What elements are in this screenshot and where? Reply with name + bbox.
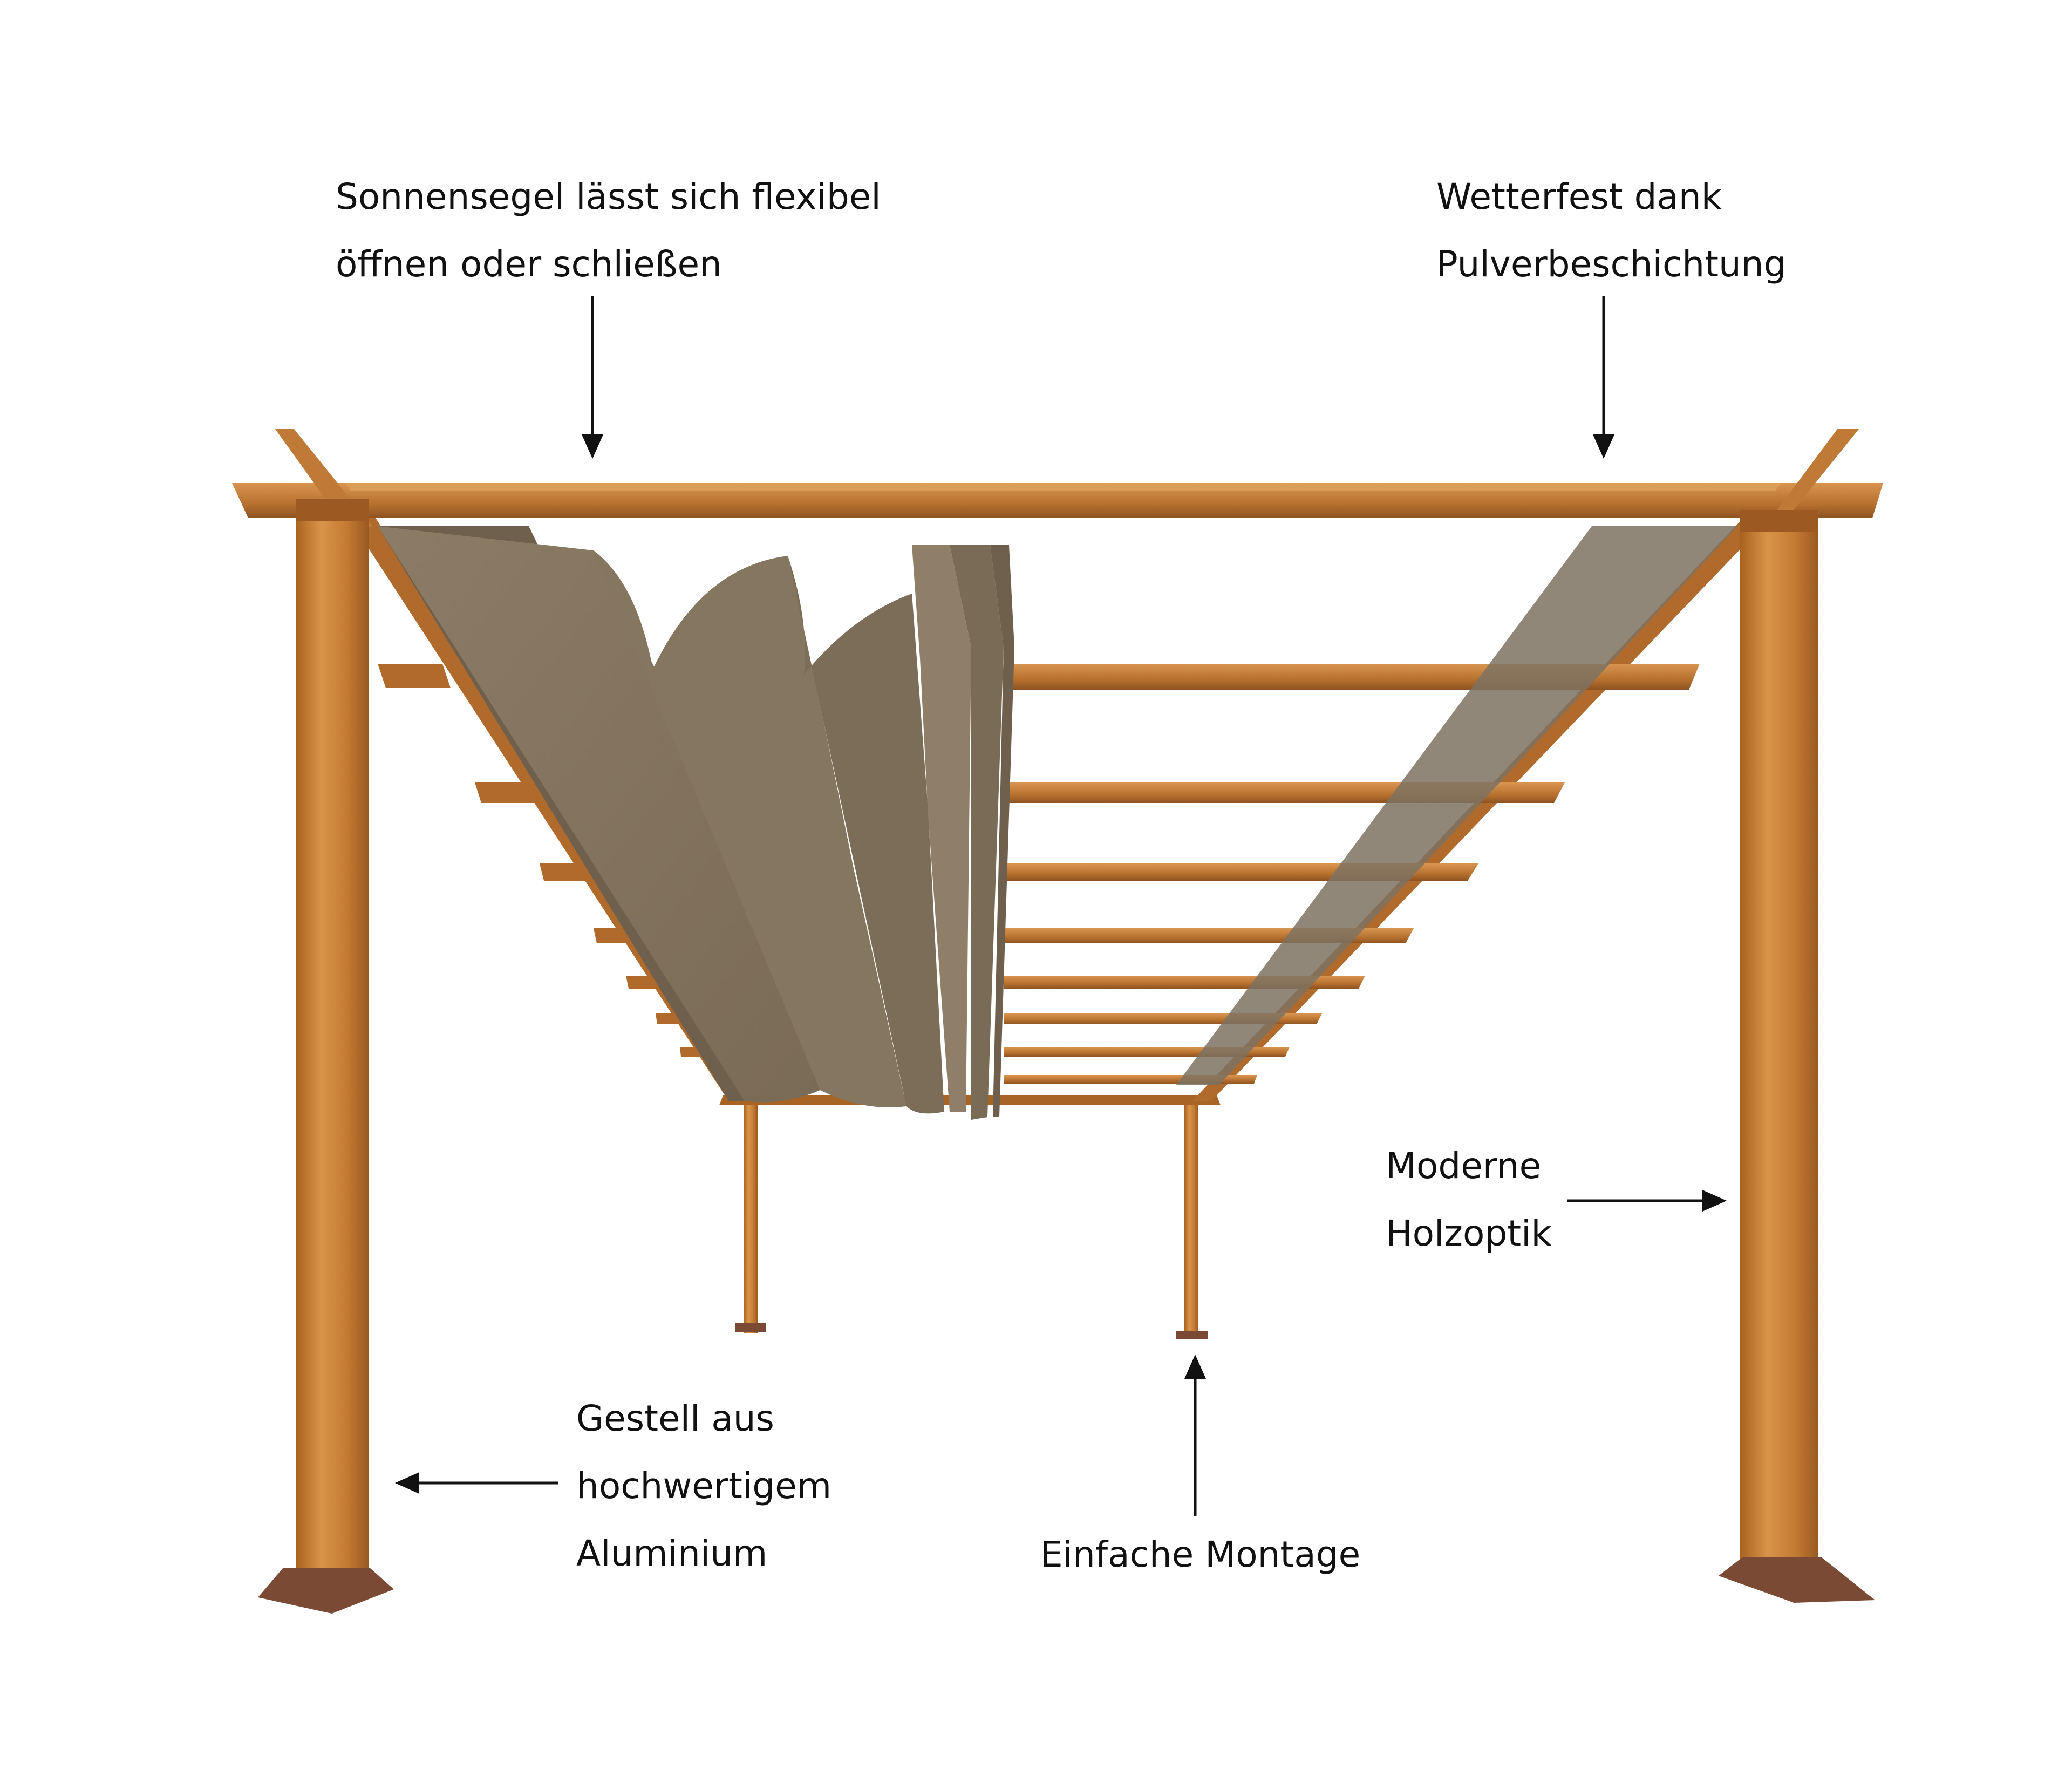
right-canopy-strip [1176,526,1737,1085]
front-beam [232,483,1883,518]
front-left-post [258,499,394,1614]
annotation-frame-line2: hochwertigem [576,1465,832,1507]
annotation-frame: Gestell aus hochwertigem Aluminium [576,1385,831,1587]
annotation-coating-line2: Pulverbeschichtung [1436,243,1787,285]
annotation-coating: Wetterfest dank Pulverbeschichtung [1436,163,1787,298]
annotation-frame-line1: Gestell aus [576,1398,774,1439]
corner-rafters [275,429,1859,534]
annotation-sail: Sonnensegel lässt sich flexibel öffnen o… [336,163,881,298]
annotation-wood: Moderne Holzoptik [1386,1132,1552,1267]
annotation-wood-line2: Holzoptik [1386,1213,1552,1254]
retractable-sail [378,526,1014,1120]
annotation-sail-line2: öffnen oder schließen [336,243,722,285]
annotation-sail-line1: Sonnensegel lässt sich flexibel [336,176,881,217]
annotation-frame-line3: Aluminium [576,1533,768,1574]
annotation-coating-line1: Wetterfest dank [1436,176,1722,217]
annotation-mount-line1: Einfache Montage [1040,1534,1361,1575]
back-posts [735,1101,1208,1339]
annotation-wood-line1: Moderne [1386,1145,1542,1187]
annotation-mount: Einfache Montage [1040,1521,1360,1588]
front-right-post [1719,510,1875,1603]
arrows [395,296,1727,1516]
